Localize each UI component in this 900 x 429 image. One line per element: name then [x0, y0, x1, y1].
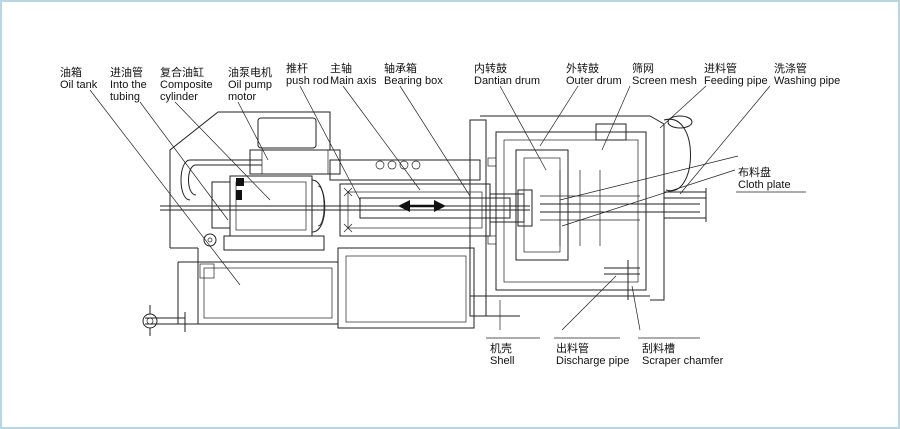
label-composite-cylinder-zh: 复合油缸: [160, 65, 204, 79]
oil-pump-motor: [249, 117, 341, 175]
label-bearing-box-en: Bearing box: [384, 75, 443, 87]
label-cloth-plate-en: Cloth plate: [738, 179, 791, 191]
reciprocating-arrow: [398, 200, 446, 212]
label-dantian-drum-en: Dantian drum: [474, 75, 540, 87]
label-discharge-pipe-en: Discharge pipe: [556, 355, 629, 367]
label-washing-pipe-en: Washing pipe: [774, 75, 840, 87]
label-into-tubing-zh: 进油管: [110, 65, 143, 79]
machine-drawing: [142, 111, 707, 336]
label-feeding-pipe-zh: 进料管: [704, 61, 737, 75]
label-into-tubing-en2: tubing: [110, 91, 140, 103]
label-main-axis-zh: 主轴: [330, 61, 352, 75]
label-oil-pump-motor-en1: Oil pump: [228, 79, 272, 91]
label-scraper-chamfer-zh: 刮料槽: [642, 341, 675, 355]
oil-inlet-piping: [142, 305, 186, 336]
drum-housing: [469, 115, 665, 317]
label-outer-drum-zh: 外转鼓: [566, 61, 599, 75]
label-screen-mesh-en: Screen mesh: [632, 75, 697, 87]
label-outer-drum-en: Outer drum: [566, 75, 622, 87]
label-cloth-plate-zh: 布料盘: [738, 165, 771, 179]
shaft-assembly: [160, 159, 533, 237]
composite-cylinder: [203, 175, 326, 251]
label-discharge-pipe-zh: 出料管: [556, 341, 589, 355]
oil-tank-body: [177, 247, 475, 329]
label-main-axis-en: Main axis: [330, 75, 377, 87]
feed-wash-pipes: [540, 115, 707, 222]
label-push-rod-zh: 推杆: [286, 61, 308, 75]
left-housing: [169, 111, 331, 262]
label-into-tubing-en1: Into the: [110, 79, 147, 91]
label-oil-tank-en: Oil tank: [60, 79, 98, 91]
label-push-rod-en: push rod: [286, 75, 329, 87]
label-shell-en: Shell: [490, 355, 514, 367]
label-dantian-drum-zh: 内转鼓: [474, 61, 507, 75]
label-shell-zh: 机壳: [490, 341, 512, 355]
label-washing-pipe-zh: 洗涤管: [774, 61, 807, 75]
label-screen-mesh-zh: 筛网: [632, 61, 654, 75]
label-oil-tank-zh: 油箱: [60, 65, 82, 79]
label-scraper-chamfer-en: Scraper chamfer: [642, 355, 724, 367]
label-bearing-box-zh: 轴承箱: [384, 61, 417, 75]
label-feeding-pipe-en: Feeding pipe: [704, 75, 768, 87]
leader-lines: [89, 85, 806, 339]
label-oil-pump-motor-zh: 油泵电机: [228, 65, 272, 79]
label-composite-cylinder-en1: Composite: [160, 79, 213, 91]
labels: 油箱 Oil tank 进油管 Into the tubing 复合油缸 Com…: [60, 61, 840, 367]
label-composite-cylinder-en2: cylinder: [160, 91, 198, 103]
label-oil-pump-motor-en2: motor: [228, 91, 256, 103]
